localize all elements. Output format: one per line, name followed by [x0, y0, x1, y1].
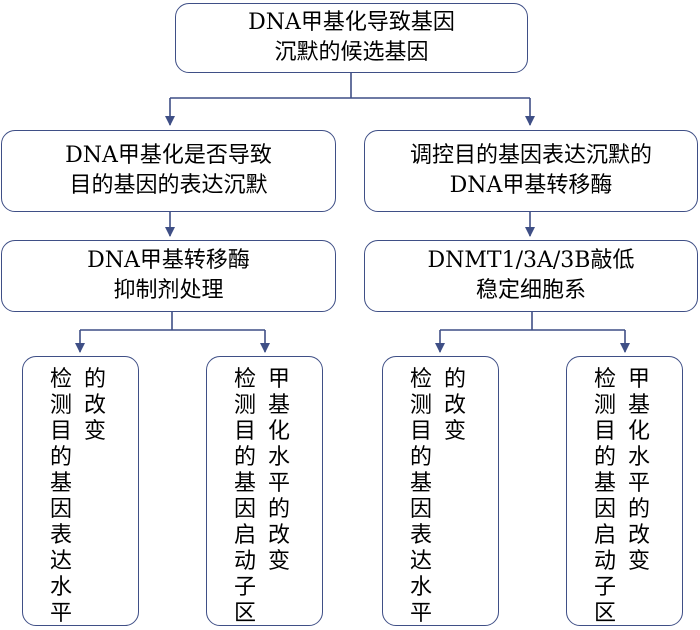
- vertical-glyph: 达: [49, 549, 72, 574]
- left-treatment-line1: DNA甲基转移酶: [87, 248, 250, 273]
- left-question-line2: 目的基因的表达沉默: [69, 173, 268, 198]
- vertical-glyph: 基: [627, 393, 650, 418]
- vertical-glyph: 子: [233, 575, 256, 600]
- left-leaf-methylation-col2: 甲基化水平的改变: [267, 367, 291, 575]
- vertical-glyph: 基: [233, 471, 256, 496]
- vertical-glyph: 测: [49, 393, 72, 418]
- vertical-glyph: 变: [627, 549, 650, 574]
- vertical-glyph: 区: [233, 601, 256, 626]
- vertical-glyph: 改: [267, 523, 290, 548]
- vertical-glyph: 目: [233, 419, 256, 444]
- vertical-glyph: 目: [49, 419, 72, 444]
- vertical-glyph: 目: [593, 419, 616, 444]
- left-treatment-line2: 抑制剂处理: [113, 278, 224, 303]
- vertical-glyph: 测: [593, 393, 616, 418]
- right-leaf-expression: 检测目的基因表达水平 的改变: [382, 356, 499, 626]
- vertical-glyph: 变: [83, 419, 106, 444]
- left-leaf-expression-col1: 检测目的基因表达水平: [49, 367, 73, 627]
- vertical-glyph: 动: [233, 549, 256, 574]
- right-leaf-methylation: 检测目的基因启动子区 甲基化水平的改变: [566, 356, 683, 626]
- vertical-glyph: 区: [593, 601, 616, 626]
- vertical-glyph: 测: [409, 393, 432, 418]
- vertical-glyph: 水: [267, 445, 290, 470]
- left-leaf-expression-col2: 的改变: [83, 367, 107, 445]
- right-treatment-node: DNMT1/3A/3B敲低 稳定细胞系: [364, 240, 698, 312]
- vertical-glyph: 目: [409, 419, 432, 444]
- vertical-glyph: 甲: [267, 367, 290, 392]
- vertical-glyph: 表: [409, 523, 432, 548]
- left-question-node: DNA甲基化是否导致 目的基因的表达沉默: [1, 130, 336, 212]
- vertical-glyph: 基: [409, 471, 432, 496]
- vertical-glyph: 的: [593, 445, 616, 470]
- vertical-glyph: 因: [233, 497, 256, 522]
- vertical-glyph: 的: [83, 367, 106, 392]
- vertical-glyph: 平: [49, 601, 72, 626]
- vertical-glyph: 子: [593, 575, 616, 600]
- right-leaf-methylation-col1: 检测目的基因启动子区: [593, 367, 617, 627]
- vertical-glyph: 改: [83, 393, 106, 418]
- vertical-glyph: 测: [233, 393, 256, 418]
- vertical-glyph: 化: [627, 419, 650, 444]
- left-question-line1: DNA甲基化是否导致: [65, 143, 272, 168]
- vertical-glyph: 化: [267, 419, 290, 444]
- vertical-glyph: 基: [593, 471, 616, 496]
- vertical-glyph: 基: [49, 471, 72, 496]
- right-treatment-line2: 稳定细胞系: [475, 278, 586, 303]
- vertical-glyph: 因: [49, 497, 72, 522]
- root-node-line2: 沉默的候选基因: [274, 40, 429, 65]
- right-treatment-line1: DNMT1/3A/3B敲低: [427, 248, 635, 273]
- vertical-glyph: 平: [267, 471, 290, 496]
- root-node-line1: DNA甲基化导致基因: [248, 10, 455, 35]
- vertical-glyph: 水: [409, 575, 432, 600]
- vertical-glyph: 启: [233, 523, 256, 548]
- left-leaf-methylation-col1: 检测目的基因启动子区: [233, 367, 257, 627]
- vertical-glyph: 的: [627, 497, 650, 522]
- vertical-glyph: 平: [627, 471, 650, 496]
- vertical-glyph: 的: [443, 367, 466, 392]
- left-leaf-methylation: 检测目的基因启动子区 甲基化水平的改变: [206, 356, 323, 626]
- vertical-glyph: 水: [49, 575, 72, 600]
- vertical-glyph: 的: [409, 445, 432, 470]
- vertical-glyph: 启: [593, 523, 616, 548]
- vertical-glyph: 改: [627, 523, 650, 548]
- right-question-line2: DNA甲基转移酶: [449, 173, 613, 198]
- vertical-glyph: 的: [49, 445, 72, 470]
- left-leaf-expression: 检测目的基因表达水平 的改变: [22, 356, 139, 626]
- right-leaf-expression-col2: 的改变: [443, 367, 467, 445]
- vertical-glyph: 因: [593, 497, 616, 522]
- right-leaf-methylation-col2: 甲基化水平的改变: [627, 367, 651, 575]
- vertical-glyph: 基: [267, 393, 290, 418]
- vertical-glyph: 达: [409, 549, 432, 574]
- vertical-glyph: 平: [409, 601, 432, 626]
- vertical-glyph: 动: [593, 549, 616, 574]
- left-treatment-node: DNA甲基转移酶 抑制剂处理: [1, 240, 336, 312]
- right-question-node: 调控目的基因表达沉默的 DNA甲基转移酶: [364, 130, 698, 212]
- right-leaf-expression-col1: 检测目的基因表达水平: [409, 367, 433, 627]
- vertical-glyph: 改: [443, 393, 466, 418]
- vertical-glyph: 变: [443, 419, 466, 444]
- vertical-glyph: 检: [409, 367, 432, 392]
- vertical-glyph: 的: [267, 497, 290, 522]
- vertical-glyph: 因: [409, 497, 432, 522]
- vertical-glyph: 的: [233, 445, 256, 470]
- root-node: DNA甲基化导致基因 沉默的候选基因: [175, 3, 528, 73]
- vertical-glyph: 变: [267, 549, 290, 574]
- right-question-line1: 调控目的基因表达沉默的: [409, 143, 652, 168]
- vertical-glyph: 甲: [627, 367, 650, 392]
- vertical-glyph: 检: [593, 367, 616, 392]
- vertical-glyph: 表: [49, 523, 72, 548]
- vertical-glyph: 检: [233, 367, 256, 392]
- vertical-glyph: 水: [627, 445, 650, 470]
- vertical-glyph: 检: [49, 367, 72, 392]
